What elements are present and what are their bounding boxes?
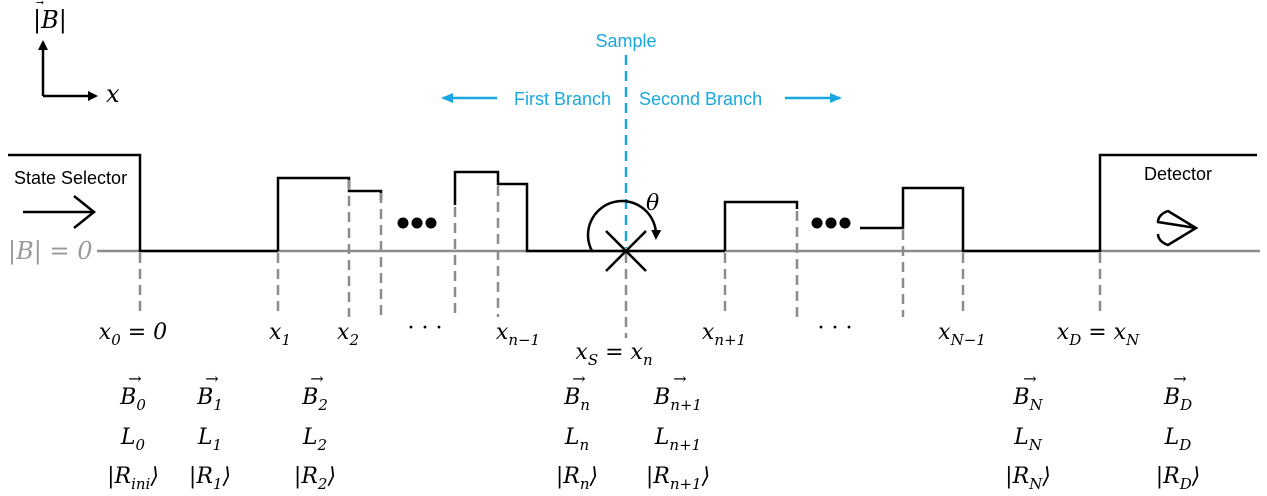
detector-label: Detector xyxy=(1144,164,1212,184)
position-labels: x0 = 0 x1 x2 xn−1 xS = xn xn+1 xN−1 xD = xN · · … xyxy=(99,316,1140,369)
region-length: L1 xyxy=(197,425,222,454)
region-n-plus-1-profile xyxy=(723,200,799,251)
gap-ellipsis-right xyxy=(811,217,851,229)
vector-arrow: → xyxy=(128,369,141,388)
region-table: →B0L0|Rini⟩→B1L1|R1⟩→B2L2|R2⟩→BnLn|Rn⟩→B… xyxy=(107,369,1200,493)
position-markers xyxy=(138,180,1102,338)
region-state: |R1⟩ xyxy=(189,464,231,493)
state-selector-label: State Selector xyxy=(14,168,127,188)
region-column: →BD LD |RD⟩ xyxy=(1156,369,1201,493)
region-column: →BN LN |RN⟩ xyxy=(1005,369,1051,493)
gap-ellipsis-left xyxy=(397,217,437,229)
detector: Detector xyxy=(1144,164,1212,247)
region-field: B1 xyxy=(196,385,223,414)
rotation-angle-label: θ xyxy=(646,191,659,216)
sample-rotation-symbol: θ xyxy=(586,191,662,272)
region-n-minus-1-end-profile xyxy=(860,153,1257,253)
region-length: Ln+1 xyxy=(654,425,701,454)
region-n-1-profile xyxy=(453,170,725,253)
rotation-arc xyxy=(586,199,662,252)
position-ellipsis-right: · · · xyxy=(818,316,853,341)
region-state: |RD⟩ xyxy=(1156,464,1201,493)
position-label: x1 xyxy=(269,320,291,349)
second-branch-label: Second Branch xyxy=(639,89,762,109)
position-label: x2 xyxy=(337,320,359,349)
position-label: xn+1 xyxy=(702,320,746,349)
sample-cross-b xyxy=(605,230,647,272)
position-label: xN−1 xyxy=(938,320,986,349)
region-state: |R2⟩ xyxy=(294,464,336,493)
region-state: |Rn+1⟩ xyxy=(646,464,710,493)
position-label: xn−1 xyxy=(496,320,540,349)
position-ellipsis-left: · · · xyxy=(408,316,443,341)
region-length: LD xyxy=(1164,425,1192,454)
region-field: B2 xyxy=(301,385,328,414)
vector-arrow: → xyxy=(310,369,323,388)
eye-icon xyxy=(1156,209,1199,247)
region-1-2-profile xyxy=(276,176,383,251)
vector-arrow: → xyxy=(572,369,585,388)
vector-arrow: → xyxy=(673,369,686,388)
vector-arrow: → xyxy=(205,369,218,388)
state-selector-profile xyxy=(8,153,278,253)
position-label: xS = xn xyxy=(575,340,652,369)
region-state: |Rn⟩ xyxy=(556,464,598,493)
state-selector-arrow-icon xyxy=(23,195,97,229)
region-state: |Rini⟩ xyxy=(107,464,159,493)
y-axis-vector-arrow: ⃗ xyxy=(36,0,44,5)
region-field: Bn xyxy=(563,385,590,414)
region-field: BD xyxy=(1163,385,1192,414)
zero-baseline-label: |B| = 0 xyxy=(8,237,92,266)
region-length: L2 xyxy=(302,425,327,454)
vector-arrow: → xyxy=(1173,369,1186,388)
sample-label: Sample xyxy=(595,31,656,51)
region-field: B0 xyxy=(119,385,146,414)
position-label: xD = xN xyxy=(1057,320,1140,349)
x-axis-label: x xyxy=(106,80,120,108)
region-field: BN xyxy=(1012,385,1043,414)
region-state: |RN⟩ xyxy=(1005,464,1051,493)
region-field: Bn+1 xyxy=(653,385,702,414)
vector-arrow: → xyxy=(1023,369,1036,388)
region-column: →Bn+1Ln+1 |Rn+1⟩ xyxy=(646,369,710,493)
y-axis-label: |B| xyxy=(33,6,67,35)
region-length: Ln xyxy=(564,425,589,454)
region-length: LN xyxy=(1013,425,1043,454)
first-branch-label: First Branch xyxy=(514,89,611,109)
position-label: x0 = 0 xyxy=(99,320,167,349)
state-selector: State Selector xyxy=(14,168,127,229)
axis-indicator: |B| ⃗ x xyxy=(33,0,120,108)
region-length: L0 xyxy=(120,425,146,454)
